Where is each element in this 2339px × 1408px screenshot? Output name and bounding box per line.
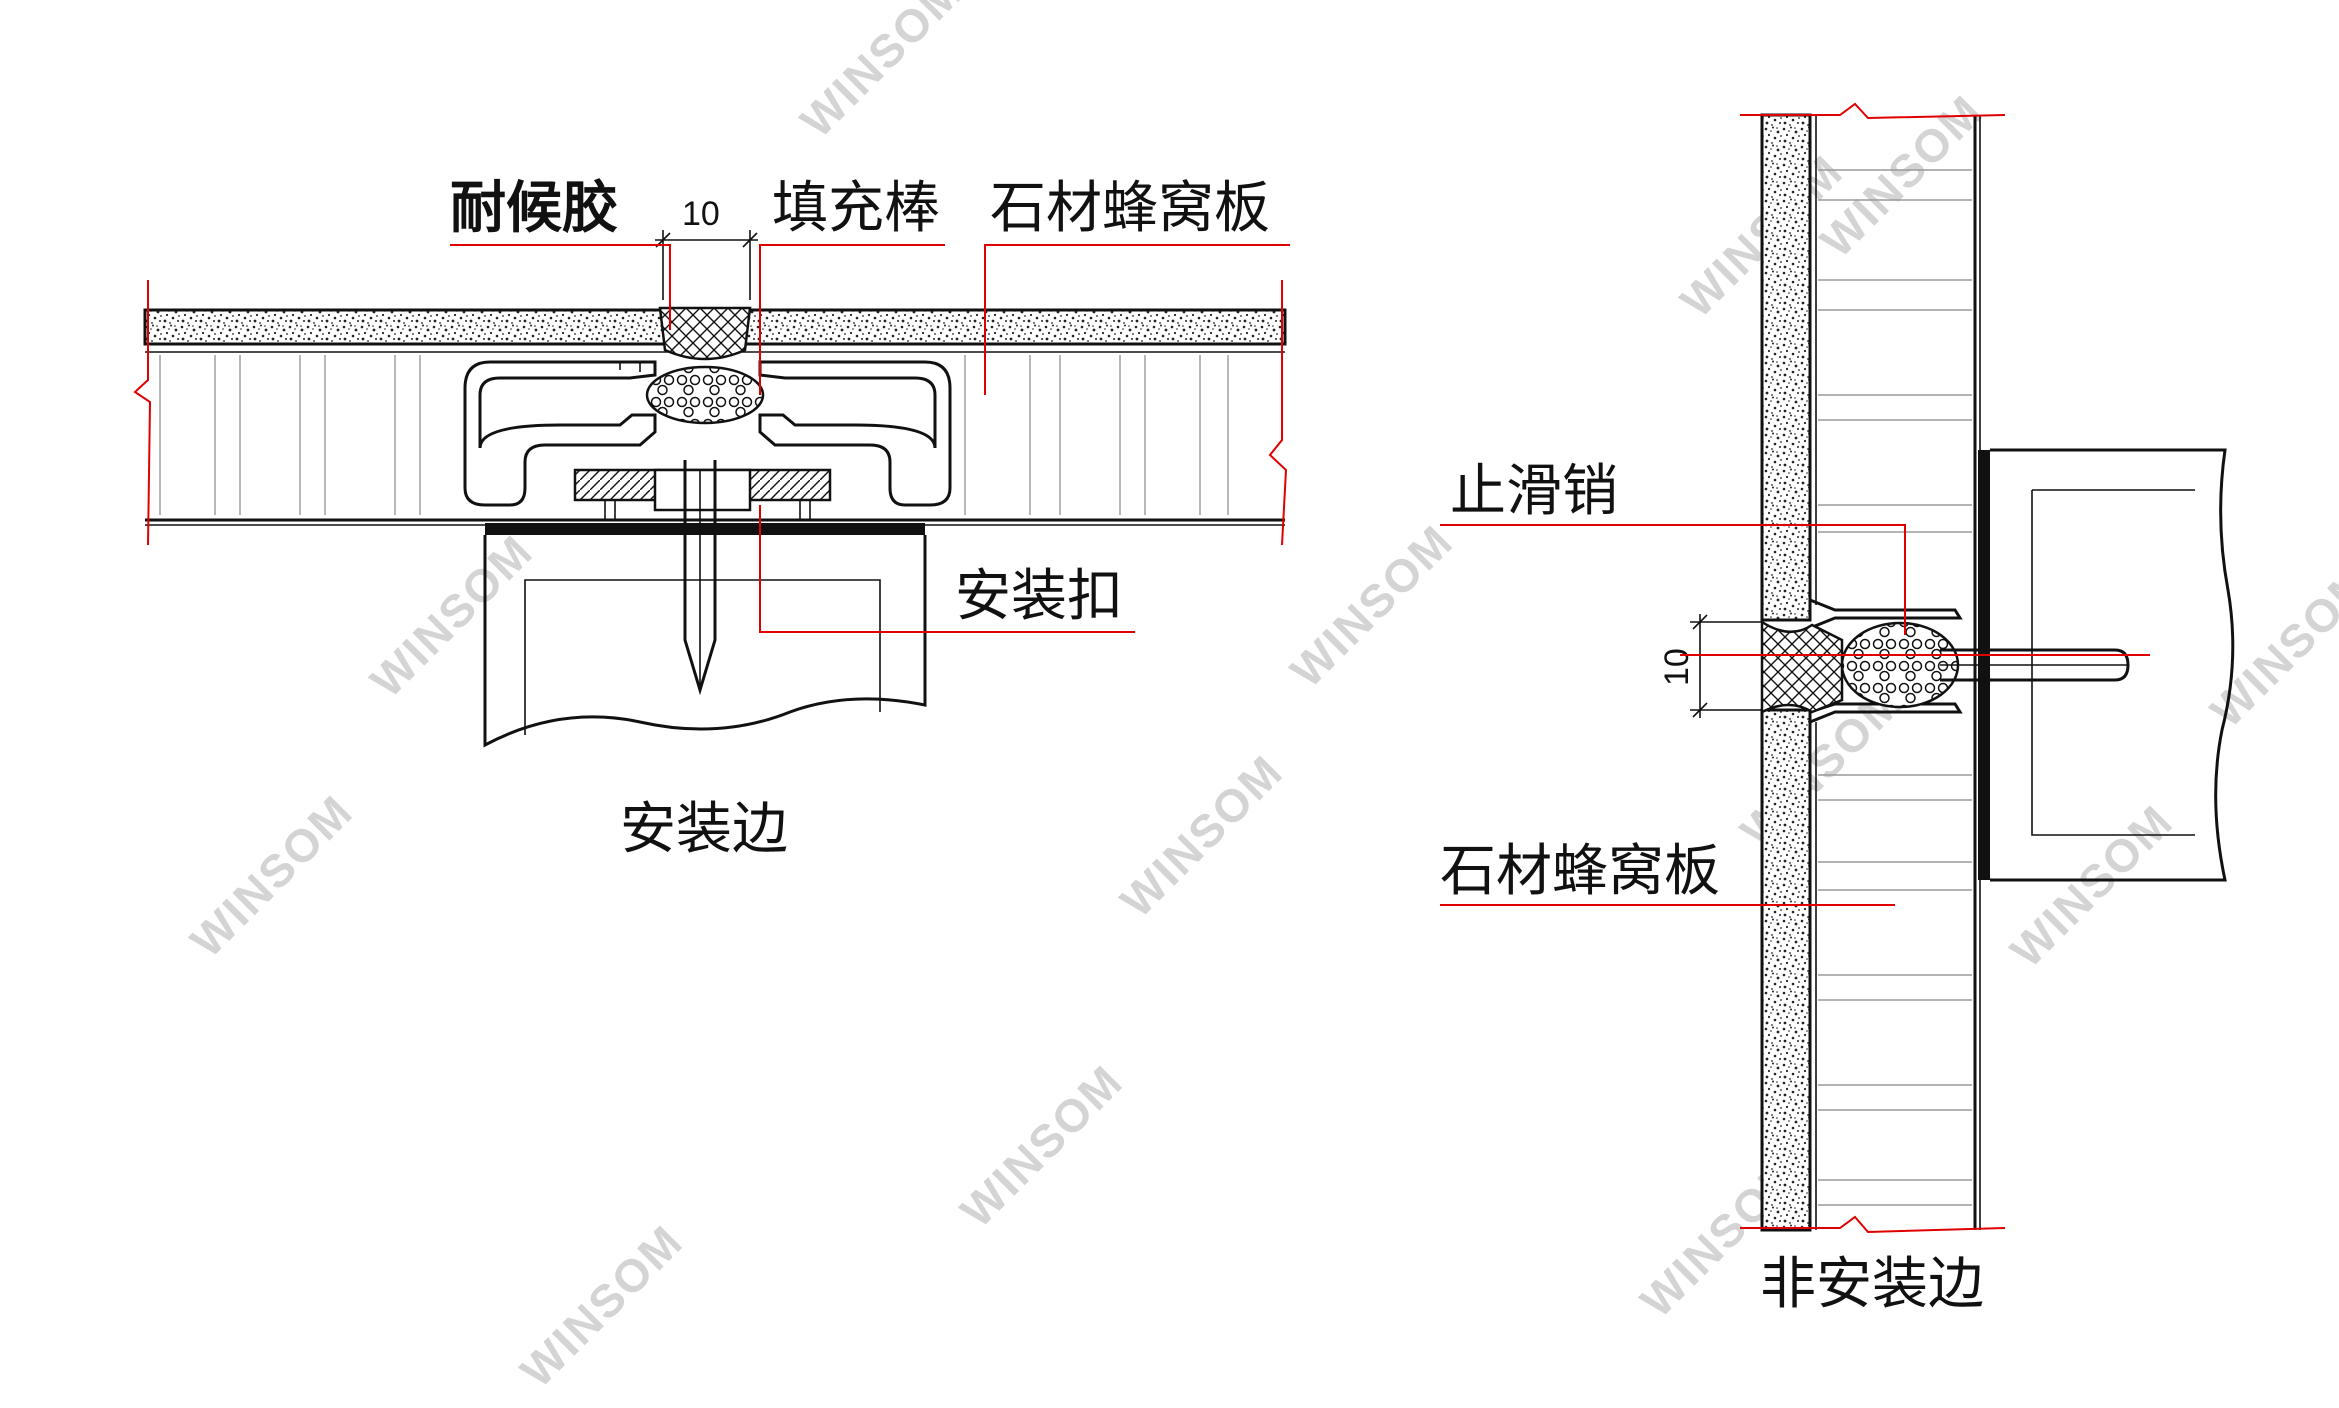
- watermark: WINSOM: [2000, 794, 2183, 977]
- dimension-value: 10: [682, 195, 720, 233]
- weather-sealant: [658, 306, 752, 361]
- dimension-value: 10: [1658, 648, 1696, 686]
- leaders-right: [1440, 524, 2150, 906]
- watermark: WINSOM: [180, 784, 363, 967]
- stone-skin-right: [743, 308, 1287, 346]
- label-panel: 石材蜂窝板: [990, 176, 1270, 241]
- weather-sealant: [1760, 619, 1844, 715]
- honeycomb-core-right: [1818, 169, 1972, 1206]
- stone-skin-left: [143, 308, 667, 346]
- watermark: WINSOM: [1110, 744, 1293, 927]
- watermark: WINSOM: [2200, 554, 2339, 737]
- extrusion-right: [758, 360, 952, 507]
- caption-mounting-edge: 安装边: [620, 797, 788, 862]
- break-lines-right-detail: [1740, 102, 2006, 1234]
- watermark: WINSOM: [1280, 514, 1463, 697]
- left-detail: 10 耐候胶 填充棒 石材蜂窝板 安装扣 安装边: [133, 176, 1290, 862]
- watermark: WINSOM: [510, 1214, 693, 1397]
- label-sealant: 耐候胶: [450, 176, 618, 241]
- break-lines-left-detail: [133, 280, 1288, 546]
- label-anti-slip-pin: 止滑销: [1450, 459, 1618, 524]
- label-backer-rod: 填充棒: [772, 176, 940, 241]
- honeycomb-core-left: [159, 355, 1229, 515]
- right-detail: 10 止滑销 石材蜂窝板 非安装边: [1440, 102, 2235, 1317]
- watermark: WINSOM: [790, 0, 973, 147]
- stone-skin-lower: [1760, 708, 1812, 1232]
- watermark: WINSOM: [950, 1054, 1133, 1237]
- caption-non-mounting-edge: 非安装边: [1760, 1252, 1984, 1317]
- stone-skin-upper: [1760, 113, 1812, 622]
- backer-rod: [645, 365, 765, 425]
- leaders-left: [450, 244, 1290, 633]
- joint-dimension-left: 10: [655, 195, 758, 300]
- support-frame: [483, 535, 927, 748]
- watermark: WINSOM: [360, 524, 543, 707]
- label-clip: 安装扣: [955, 564, 1123, 629]
- support-frame: [1990, 448, 2235, 882]
- joint-dimension-right: 10: [1658, 614, 1762, 718]
- label-panel: 石材蜂窝板: [1440, 839, 1720, 904]
- extrusion-left: [463, 360, 657, 507]
